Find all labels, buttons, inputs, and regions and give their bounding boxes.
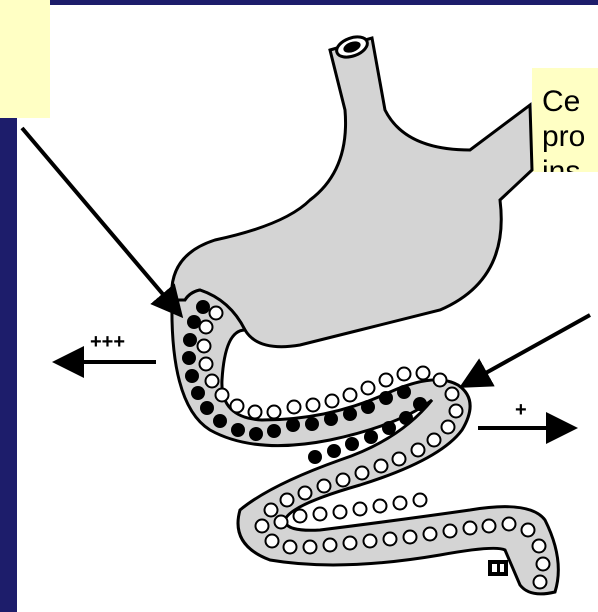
sign-right: +: [515, 399, 527, 421]
stomach-shape: [172, 33, 532, 347]
sign-left: +++: [90, 331, 125, 353]
intestine-shape: [172, 290, 558, 594]
pointer-arrow-left: [22, 128, 178, 312]
pointer-arrow-right: [466, 315, 590, 384]
logo-mark: [488, 560, 508, 576]
